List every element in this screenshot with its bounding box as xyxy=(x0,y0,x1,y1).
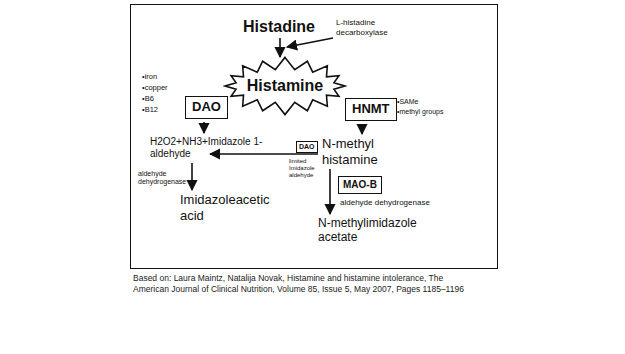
reaction-arrow xyxy=(287,38,333,47)
node-text: DAO xyxy=(299,143,315,151)
source-caption: Based on: Laura Maintz, Natalija Novak, … xyxy=(133,273,478,294)
enzyme-note: limited Imidazole aldehyde xyxy=(289,158,320,180)
substrate-label: Histadine xyxy=(243,17,315,36)
metabolite-label: Imidazoleacetic acid xyxy=(180,192,280,223)
cofactor-note: •methyl groups xyxy=(397,108,443,116)
enzyme-box: DAO xyxy=(296,141,318,153)
starburst-node: Histamine xyxy=(223,55,347,117)
node-text: MAO-B xyxy=(343,179,377,191)
reaction-arrow xyxy=(203,122,205,133)
cofactor-note: •SAMe xyxy=(397,98,419,106)
reaction-arrow xyxy=(191,163,193,190)
node-text: HNMT xyxy=(352,102,390,117)
metabolite-label: N-methylimidazole acetate xyxy=(318,216,428,245)
reaction-arrow xyxy=(210,153,318,155)
enzyme-note: aldehyde dehydrogenase xyxy=(138,170,183,187)
enzyme-note: L-histadine decarboxylase xyxy=(336,18,404,37)
node-text: DAO xyxy=(192,100,221,115)
cofactor-note: •B12 xyxy=(142,105,158,114)
cofactor-note: •iron xyxy=(142,72,157,81)
enzyme-box: MAO-B xyxy=(338,176,382,194)
drawing-frame xyxy=(131,5,498,269)
cofactor-note: •B6 xyxy=(142,94,154,103)
reaction-arrow xyxy=(279,38,281,57)
metabolite-label: N-methyl histamine xyxy=(322,136,402,167)
enzyme-box: DAO xyxy=(185,96,228,119)
enzyme-box: HNMT xyxy=(345,98,397,121)
metabolite-label: H2O2+NH3+Imidazole 1-aldehyde xyxy=(150,136,268,160)
reaction-arrow xyxy=(329,169,331,214)
starburst-shape xyxy=(225,57,345,114)
node-text: Histamine xyxy=(247,77,323,95)
reaction-arrow xyxy=(361,124,363,134)
enzyme-note: aldehyde dehydrogenase xyxy=(340,198,430,208)
cofactor-note: •copper xyxy=(142,83,168,92)
